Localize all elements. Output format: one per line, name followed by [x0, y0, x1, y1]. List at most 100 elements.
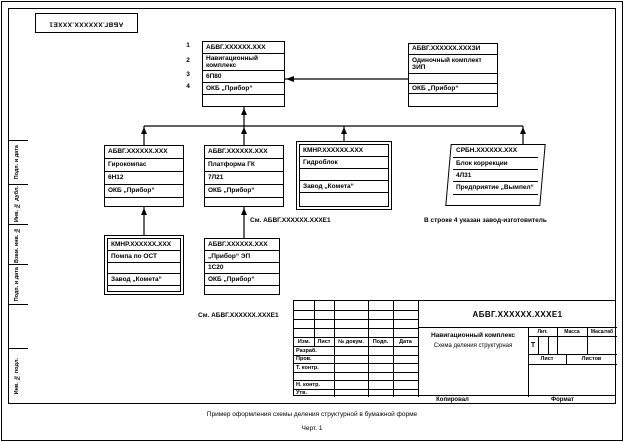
titleblock-line: [528, 354, 617, 355]
titleblock-sheets-label: Листов: [581, 356, 602, 362]
box-row-name: Одиночный комплект ЗИП: [409, 55, 497, 74]
titleblock-line: [418, 301, 419, 397]
format-label: Формат: [550, 397, 574, 403]
box-row-empty: [105, 198, 183, 206]
box-pump: КМНР.XXXXXX.XXX Помпа по ОСТ Завод „Коме…: [104, 235, 184, 295]
box-row-empty: [300, 193, 388, 206]
titleblock-line: [294, 355, 418, 356]
box-row-empty: [453, 195, 538, 205]
titleblock-line: [334, 301, 335, 397]
titleblock-line: [528, 327, 529, 397]
margin-cell-vzam-inv: Взам. инв. №: [8, 224, 28, 264]
box-row-name: „Прибор“ ЭП: [205, 251, 279, 263]
box-row-empty: [409, 94, 497, 106]
titleblock-line: [294, 310, 418, 311]
arrowhead-up: [141, 127, 147, 134]
titleblock-line: [294, 389, 418, 390]
titleblock-row-nkontr: Н. контр.: [296, 381, 320, 388]
box-row-maker: ОКБ „Прибор“: [205, 185, 283, 198]
box-row-designation: АБВГ.XXXXXX.XXXЗИ: [409, 44, 497, 55]
titleblock-line: [548, 336, 549, 354]
titleblock-line: [294, 328, 418, 329]
figure-number: Черт. 1: [301, 425, 323, 432]
titleblock-lit-header: Лит.: [537, 328, 548, 335]
corner-designation-stamp: АБВГ.XXXXXX.XXXЕ1: [35, 13, 138, 33]
box-hydroblock: КМНР.XXXXXX.XXX Гидроблок Завод „Комета“: [296, 141, 392, 210]
titleblock-line: [294, 319, 418, 320]
box-row-maker: Предприятие „Вымпел“: [453, 182, 538, 195]
box-row-maker: ОКБ „Прибор“: [409, 84, 497, 94]
box-row-empty: [205, 286, 279, 294]
titleblock-scale-header: Масштаб: [590, 328, 614, 335]
box-row-designation: КМНР.XXXXXX.XXX: [300, 145, 388, 157]
box-row-name: Навигационный комплекс: [203, 54, 284, 71]
box-row-empty: [108, 286, 180, 291]
box-row-empty: [300, 169, 388, 181]
box-row-designation: АБВГ.XXXXXX.XXX: [105, 146, 183, 159]
arrowhead-up: [141, 208, 147, 215]
titleblock-col-podp: Подп.: [372, 338, 389, 345]
titleblock-mass-header: Масса: [564, 328, 580, 335]
box-row-index: 6П80: [203, 71, 284, 83]
box-row-maker: ОКБ „Прибор“: [105, 185, 183, 198]
box-row-maker: ОКБ „Прибор“: [203, 83, 284, 95]
box-row-designation: АБВГ.XXXXXX.XXX: [205, 239, 279, 251]
box-row-name: Гидроблок: [300, 157, 388, 169]
titleblock-line: [528, 336, 617, 337]
margin-cell-inv-podl: Инв. № подл.: [8, 348, 28, 404]
box-inner-frame: КМНР.XXXXXX.XXX Помпа по ОСТ Завод „Коме…: [107, 238, 181, 292]
titleblock-line: [314, 301, 315, 346]
margin-cell-inv-dubl: Инв. № дубл.: [8, 184, 28, 224]
titleblock-col-list: Лист: [317, 338, 331, 345]
drawing-frame: [8, 8, 616, 404]
box-row-name: Помпа по ОСТ: [108, 251, 180, 263]
box-row-designation: АБВГ.XXXXXX.XXX: [205, 146, 283, 159]
titleblock-line: [368, 301, 369, 397]
arrowhead-up: [241, 208, 247, 215]
box-row-empty: [203, 95, 284, 106]
titleblock-line: [294, 372, 418, 373]
box-row-name: Платформа ГК: [205, 159, 283, 172]
box-row-index: 6Н12: [105, 172, 183, 185]
titleblock-doc-name: Навигационный комплекс: [430, 331, 516, 339]
margin-cell-podp-i-data-2: Подп. и дата: [8, 264, 28, 304]
titleblock-sheet-label: Лист: [540, 356, 554, 362]
row-number: 2: [186, 57, 190, 64]
row-number: 4: [186, 83, 190, 90]
box-row-name: Блок коррекции: [453, 158, 538, 170]
box-gyrocompass: АБВГ.XXXXXX.XXX Гирокомпас 6Н12 ОКБ „При…: [104, 145, 184, 207]
row-number: 3: [186, 71, 190, 78]
see-reference-bottom: См. АБВГ.XXXXXX.XXXЕ1: [198, 312, 279, 319]
titleblock-row-tkontr: Т. контр.: [296, 364, 319, 371]
box-row-designation: АБВГ.XXXXXX.XXX: [203, 42, 284, 54]
box-platform-gk: АБВГ.XXXXXX.XXX Платформа ГК 7Л21 ОКБ „П…: [204, 145, 284, 207]
titleblock-line: [528, 364, 617, 365]
titleblock-line: [294, 380, 418, 381]
margin-cell-empty: [8, 304, 28, 348]
box-pribor-ep: АБВГ.XXXXXX.XXX „Прибор“ ЭП 1С20 ОКБ „Пр…: [204, 238, 280, 295]
box-row-index: 4Л31: [453, 170, 538, 182]
titleblock-line: [538, 336, 539, 354]
titleblock-line: [294, 363, 418, 364]
copied-label: Копировал: [436, 397, 469, 403]
titleblock-col-izm: Изм.: [297, 338, 311, 345]
titleblock-line: [294, 346, 418, 347]
titleblock-row-razrab: Разраб.: [296, 347, 317, 354]
box-row-maker: ОКБ „Прибор“: [205, 274, 279, 286]
arrowhead-up: [341, 127, 347, 134]
margin-cell-podp-i-data-1: Подп. и дата: [8, 140, 28, 184]
row-number: 1: [186, 42, 190, 49]
box-row-maker: Завод „Комета“: [300, 181, 388, 193]
box-nav-complex: АБВГ.XXXXXX.XXX Навигационный комплекс 6…: [202, 41, 285, 107]
titleblock-lit-value: Т: [530, 341, 536, 349]
titleblock-line: [418, 327, 617, 328]
box-row-index: 7Л21: [205, 172, 283, 185]
arrowhead-up: [241, 108, 247, 115]
titleblock-line: [294, 337, 418, 338]
box-row-index: 1С20: [205, 263, 279, 274]
title-block: АБВГ.XXXXXX.XXXЕ1 Навигационный комплекс…: [293, 300, 617, 397]
figure-caption: Пример оформления схемы деления структур…: [206, 411, 418, 418]
